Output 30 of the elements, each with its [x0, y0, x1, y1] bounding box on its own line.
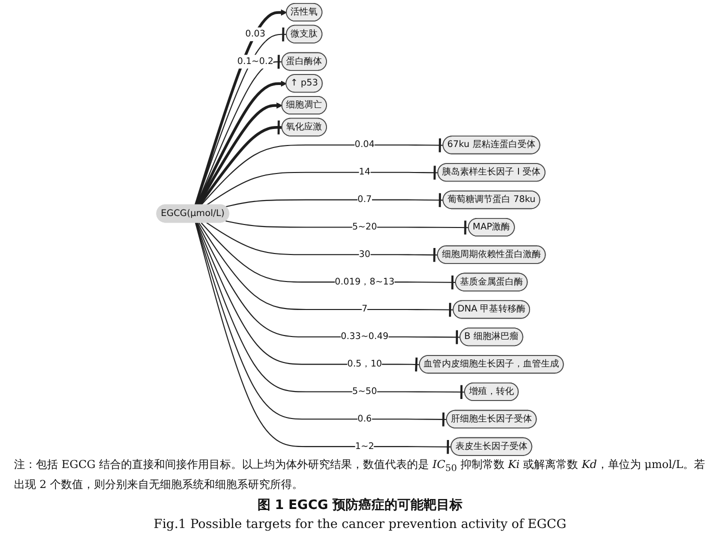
edge-label: 0.7 [357, 194, 372, 205]
edge-label: 14 [358, 167, 370, 178]
note-text: 注：包括 EGCG 结合的直接和间接作用目标。以上均为体外研究结果，数值代表的是 IC$_{50}$ 抑制常数 Ki 或解离常数 Kd，单位为 μmol/L。若出现 2 个数值，则分别来自无细胞系统和细胞系研究所得。 [14, 456, 706, 493]
edge-label: 30 [358, 249, 370, 260]
connector [197, 222, 460, 346]
arrow [197, 102, 282, 206]
connector [206, 164, 438, 206]
edge-label: 0.03 [245, 28, 266, 40]
edge-label: 0.04 [354, 140, 375, 150]
edge-label: 0.1~0.2 [237, 56, 274, 67]
caption: 图 1 EGCG 预防癌症的可能靶目标 [256, 496, 464, 514]
edge-label: 0.33~0.49 [340, 332, 389, 342]
connector [198, 222, 454, 318]
english-caption: Fig.1 Possible targets for the cancer prevention activity of EGCG [154, 516, 566, 532]
connector [206, 222, 438, 263]
edge-label: 7 [362, 304, 368, 315]
edge-label: 0.019，8~13 [334, 276, 394, 288]
arrow [196, 80, 287, 206]
edge-label: 5~50 [352, 386, 378, 397]
edge-label: 1~2 [355, 441, 374, 452]
connector [200, 137, 444, 206]
connector [200, 222, 456, 290]
connector [226, 192, 444, 208]
connector [226, 220, 469, 236]
connector [196, 222, 420, 372]
edge-label: 0.5，10 [347, 358, 382, 370]
edge-label: 0.6 [357, 414, 372, 424]
connector [198, 119, 282, 206]
edge-label: 5~20 [352, 222, 378, 232]
connector [196, 222, 465, 400]
